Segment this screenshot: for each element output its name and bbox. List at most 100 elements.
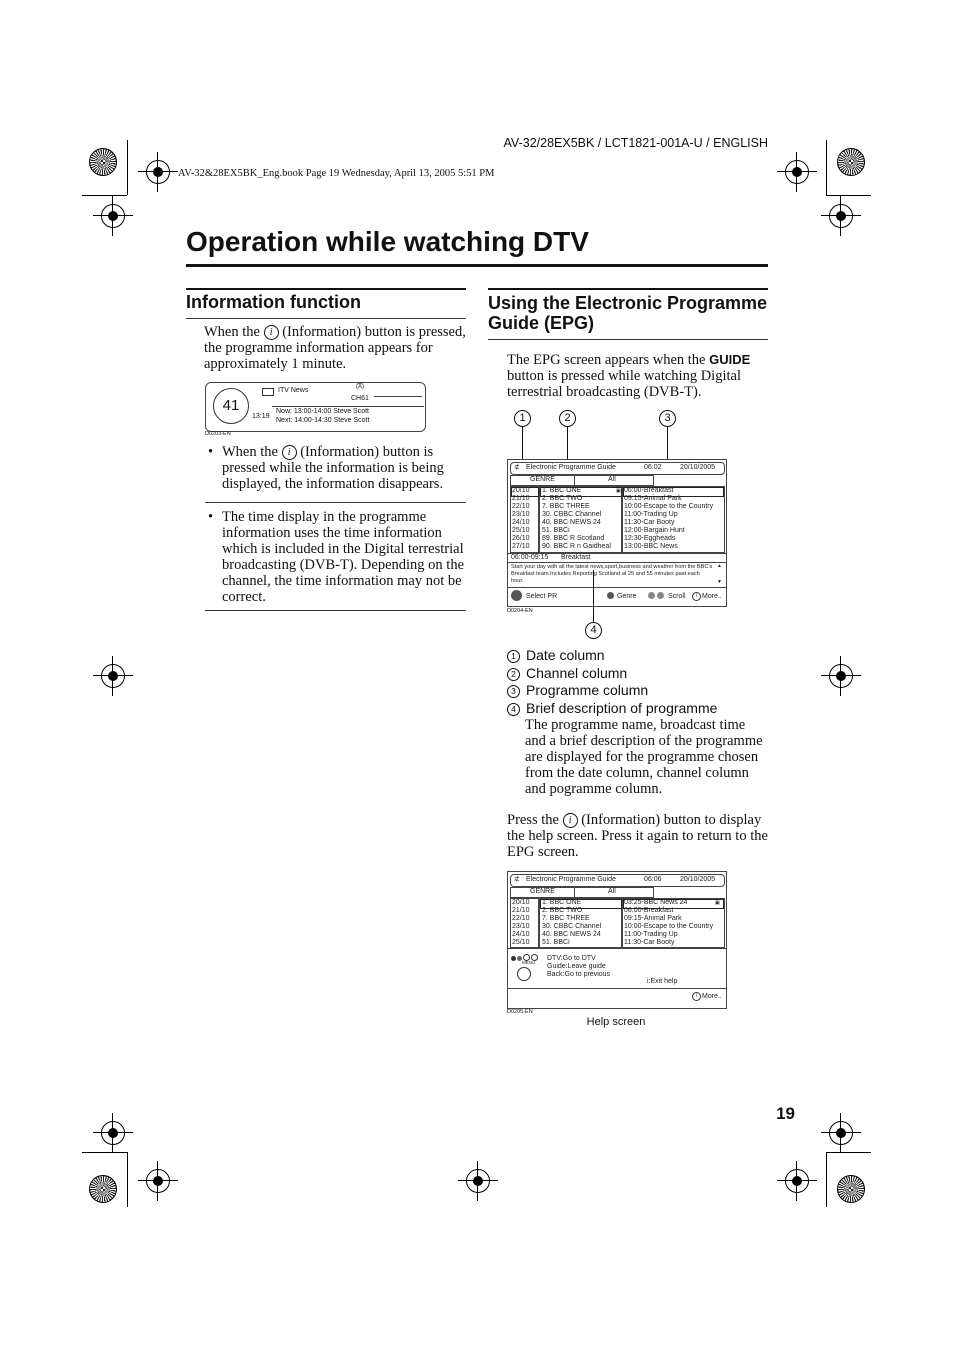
- programme-row[interactable]: 06:00-Breakfast: [624, 487, 674, 494]
- selected-time: 06:00-09:15: [511, 554, 549, 561]
- bullet2-text: The time display in the programme inform…: [222, 509, 465, 605]
- registration-rosette: [89, 148, 117, 176]
- section-rule: [186, 288, 466, 290]
- genre-value[interactable]: All: [608, 476, 616, 483]
- channel-row[interactable]: 51. BBCi: [542, 939, 570, 946]
- figure-code: D0205-EN: [507, 1009, 533, 1015]
- epg-title: Electronic Programme Guide: [526, 464, 616, 471]
- genre-value[interactable]: All: [608, 888, 616, 895]
- book-stamp: AV-32&28EX5BK_Eng.book Page 19 Wednesday…: [178, 168, 495, 179]
- genre-value-box: [574, 887, 654, 898]
- channel-column: [539, 486, 622, 553]
- programme-row[interactable]: 12:00-Bargain Hunt: [624, 527, 685, 534]
- guide-key-label: GUIDE: [709, 352, 751, 367]
- info-banner-screen: 41 ITV News (̈͡A͡) CH61 13:19 Now: 13:00…: [205, 382, 426, 432]
- date-row[interactable]: 25/10: [512, 527, 530, 534]
- registration-rosette: [837, 1175, 865, 1203]
- legend-label: Programme column: [526, 682, 649, 698]
- exit-help: i:Exit help: [647, 978, 678, 985]
- info-icon: i: [562, 813, 578, 828]
- date-row[interactable]: 22/10: [512, 915, 530, 922]
- help-more: More..: [702, 993, 722, 1000]
- info-icon: i: [263, 325, 279, 340]
- genre-label[interactable]: GENRE: [530, 888, 555, 895]
- channel-row[interactable]: 7. BBC THREE: [542, 503, 590, 510]
- date-row[interactable]: 24/10: [512, 931, 530, 938]
- channel-row[interactable]: 90. BBC R n Gaidheal: [542, 543, 611, 550]
- programme-row[interactable]: 10:00-Escape to the Country: [624, 923, 714, 930]
- programme-row[interactable]: 11:30-Car Booty: [624, 939, 675, 946]
- divider: [508, 587, 726, 588]
- date-row[interactable]: 21/10: [512, 907, 530, 914]
- channel-row[interactable]: 2. BBC TWO: [542, 495, 583, 502]
- channel-row[interactable]: 40. BBC NEWS 24: [542, 931, 601, 938]
- legend-num: 4: [507, 703, 520, 716]
- antenna-icon: ⊄: [514, 464, 520, 471]
- programme-row[interactable]: 09:15-Animal Park: [624, 495, 682, 502]
- registration-mark: [777, 1161, 817, 1201]
- date-row[interactable]: 27/10: [512, 543, 530, 550]
- channel-number: 41: [213, 388, 249, 424]
- epg-screen: ⊄ Electronic Programme Guide 06:02 20/10…: [507, 459, 727, 607]
- channel-row[interactable]: 89. BBC R Scotland: [542, 535, 605, 542]
- callout-2: 2: [559, 410, 576, 427]
- page-title: Operation while watching DTV: [186, 226, 589, 257]
- epg-intro-post: button is pressed while watching Digital…: [507, 368, 741, 400]
- info-icon: i: [692, 592, 701, 601]
- date-row[interactable]: 21/10: [512, 495, 530, 502]
- channel-row[interactable]: 7. BBC THREE: [542, 915, 590, 922]
- help-caption: Help screen: [586, 1016, 646, 1028]
- title-bar: [510, 874, 725, 887]
- channel-row[interactable]: 40. BBC NEWS 24: [542, 519, 601, 526]
- legend-item: 4 Brief description of programme: [507, 700, 717, 716]
- channel-row[interactable]: 30. CBBC Channel: [542, 923, 602, 930]
- banner-time: 13:19: [252, 413, 270, 420]
- divider: [508, 948, 726, 949]
- genre-label[interactable]: GENRE: [530, 476, 555, 483]
- dpad-icon: [511, 590, 522, 601]
- date-row[interactable]: 25/10: [512, 939, 530, 946]
- date-row[interactable]: 23/10: [512, 923, 530, 930]
- programme-column: [622, 486, 725, 553]
- programme-row[interactable]: 03:25-BBC News 24: [624, 899, 688, 906]
- channel-row[interactable]: 2. BBC TWO: [542, 907, 583, 914]
- scroll-down-icon[interactable]: ▼: [717, 579, 722, 585]
- epg-heading: Using the Electronic Programme Guide (EP…: [488, 293, 768, 333]
- programme-row[interactable]: 11:30-Car Booty: [624, 519, 675, 526]
- channel-highlight: [540, 899, 622, 909]
- channel-row[interactable]: 51. BBCi: [542, 527, 570, 534]
- programme-row[interactable]: 13:00-BBC News: [624, 543, 678, 550]
- programme-row[interactable]: 06:00-Breakfast: [624, 907, 674, 914]
- date-row[interactable]: 26/10: [512, 535, 530, 542]
- lock-icon: ▣: [616, 488, 621, 494]
- programme-row[interactable]: 10:00-Escape to the Country: [624, 503, 714, 510]
- callout-4: 4: [585, 622, 602, 639]
- channels-list: 1. BBC ONE 2. BBC TWO 7. BBC THREE 30. C…: [542, 487, 611, 551]
- date-row[interactable]: 20/10: [512, 899, 530, 906]
- help-line: Back:Go to previous: [547, 971, 611, 978]
- programme-row[interactable]: 12:30-Eggheads: [624, 535, 676, 542]
- channel-row[interactable]: 1. BBC ONE: [542, 487, 582, 494]
- help-line: DTV:Go to DTV: [547, 955, 596, 962]
- programme-row[interactable]: 11:00-Trading Up: [624, 511, 678, 518]
- help-text: DTV:Go to DTV Guide:Leave guide Back:Go …: [547, 955, 610, 979]
- legend-num: 1: [507, 650, 520, 663]
- date-row[interactable]: 22/10: [512, 503, 530, 510]
- programme-row[interactable]: 11:00-Trading Up: [624, 931, 678, 938]
- legend-label: Brief description of programme: [526, 700, 718, 716]
- legend-label: Channel column: [526, 665, 628, 681]
- programme-row[interactable]: 09:15-Animal Park: [624, 915, 682, 922]
- channel-row[interactable]: 30. CBBC Channel: [542, 511, 602, 518]
- date-row[interactable]: 20/10: [512, 487, 530, 494]
- bullet1-post: (Information) button is pressed while th…: [222, 444, 444, 492]
- date-row[interactable]: 23/10: [512, 511, 530, 518]
- registration-mark: [138, 152, 178, 192]
- channel-row[interactable]: 1. BBC ONE: [542, 899, 582, 906]
- registration-mark: [93, 196, 133, 236]
- scroll-up-icon[interactable]: ▲: [717, 563, 722, 569]
- date-row[interactable]: 24/10: [512, 519, 530, 526]
- bullet-1: • When the i (Information) button is pre…: [208, 444, 466, 492]
- title-bar: [510, 462, 725, 475]
